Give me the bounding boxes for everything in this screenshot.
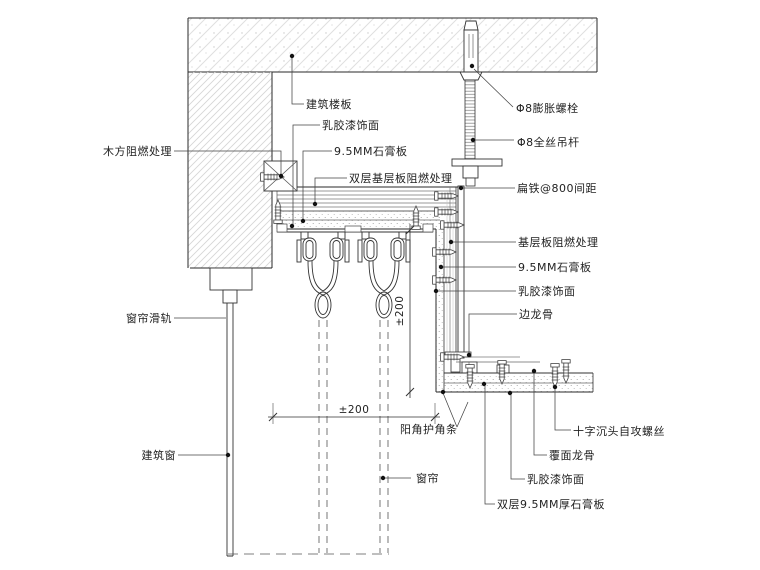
label-wood-fire-retardant: 木方阻燃处理 xyxy=(103,144,172,158)
label-curtain: 窗帘 xyxy=(416,471,439,485)
dim-pocket-width-text: ±200 xyxy=(339,404,370,416)
curtain-carrier-1 xyxy=(296,231,350,319)
label-threaded-rod: Φ8全丝吊杆 xyxy=(517,135,580,149)
concrete-beam xyxy=(187,72,273,269)
label-latex-paint-top: 乳胶漆饰面 xyxy=(322,118,380,132)
label-gypsum-board-top: 9.5MM石膏板 xyxy=(334,144,407,158)
label-base-board-fire-retardant: 基层板阻燃处理 xyxy=(518,235,599,249)
dimension-horizontal: ±200 xyxy=(268,403,440,424)
label-latex-paint-bottom: 乳胶漆饰面 xyxy=(527,472,585,486)
dimension-vertical: ±200 xyxy=(394,224,415,398)
label-curtain-rail: 窗帘滑轨 xyxy=(126,311,172,325)
label-facing-keel: 覆面龙骨 xyxy=(549,449,595,462)
label-gypsum-board-right: 9.5MM石膏板 xyxy=(518,260,591,274)
label-latex-paint-right: 乳胶漆饰面 xyxy=(518,284,576,298)
expansion-bolt xyxy=(458,20,484,81)
threaded-hanger-rod xyxy=(451,79,503,187)
window-head-bracket xyxy=(209,267,253,304)
annotation-labels: 建筑楼板 乳胶漆饰面 9.5MM石膏板 双层基层板阻燃处理 木方阻燃处理 窗帘滑… xyxy=(103,97,665,511)
label-double-base-board: 双层基层板阻燃处理 xyxy=(349,171,453,185)
label-expansion-bolt: Φ8膨胀螺栓 xyxy=(516,101,579,115)
label-building-window: 建筑窗 xyxy=(142,448,177,462)
label-self-tapping-screw: 十字沉头自攻螺丝 xyxy=(573,424,665,438)
screws xyxy=(260,172,571,389)
leader-dots xyxy=(225,53,558,481)
label-edge-keel: 边龙骨 xyxy=(519,308,554,321)
label-flat-iron-spacing: 扁铁@800间距 xyxy=(517,182,597,195)
dim-pocket-height-text: ±200 xyxy=(394,296,406,327)
building-window-frame xyxy=(226,303,234,557)
label-corner-guard-strip: 阳角护角条 xyxy=(400,422,458,436)
curtain-fabric xyxy=(318,320,389,553)
flat-iron xyxy=(457,185,465,359)
label-building-slab: 建筑楼板 xyxy=(306,97,352,111)
leader-lines xyxy=(174,58,571,505)
label-double-gypsum-bottom: 双层9.5MM厚石膏板 xyxy=(497,497,605,511)
concrete-slab xyxy=(187,17,598,73)
